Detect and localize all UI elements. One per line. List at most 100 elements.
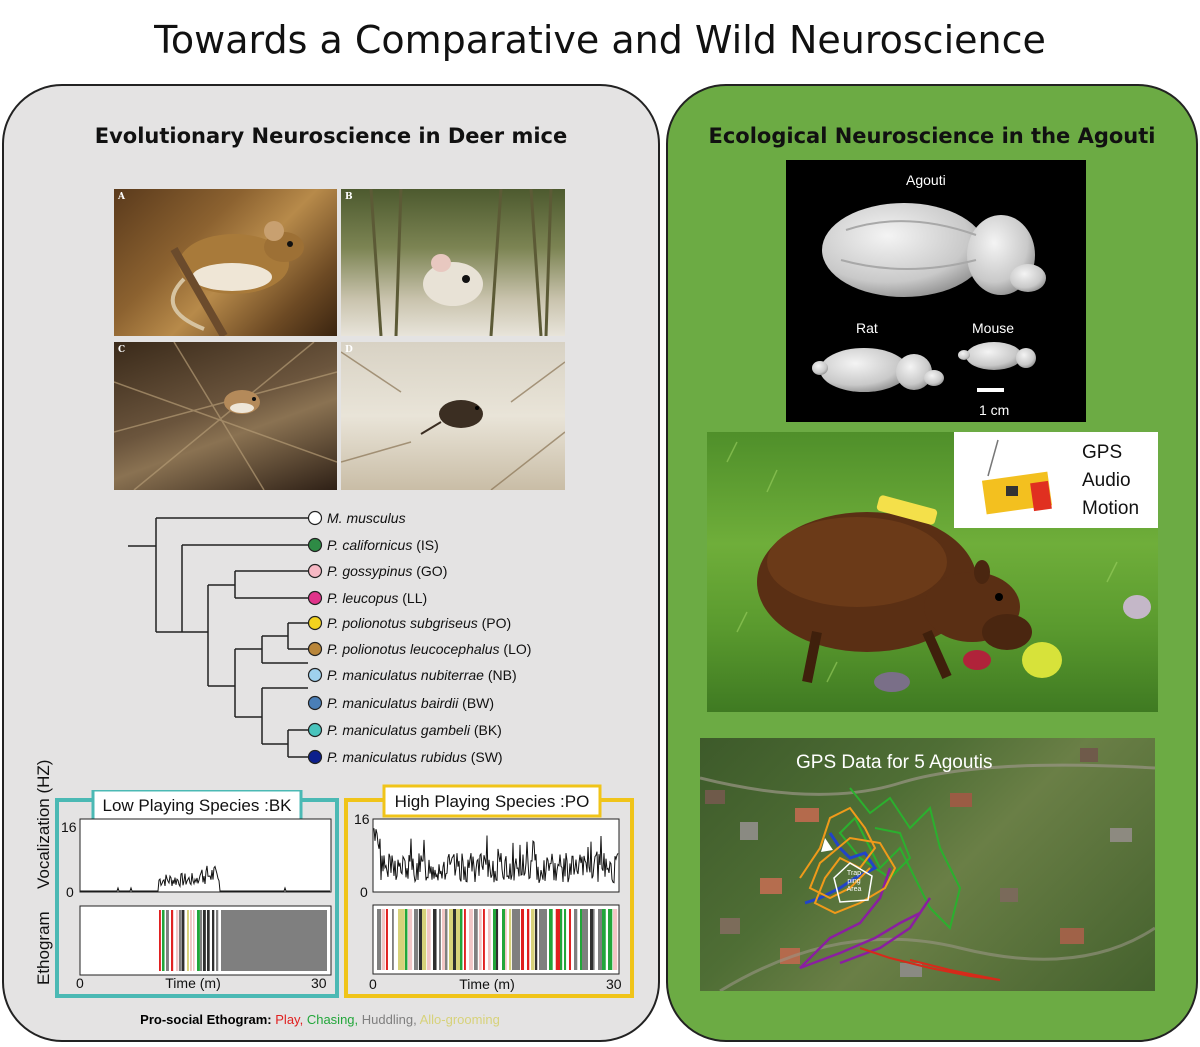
ethogram-bar	[200, 910, 203, 971]
main-title: Towards a Comparative and Wild Neuroscie…	[154, 18, 1046, 62]
ethogram-bar	[159, 910, 161, 971]
ethogram-bar	[445, 909, 448, 970]
low-chart-title: Low Playing Species :BK	[103, 796, 293, 815]
ethogram-bar	[386, 909, 388, 970]
ethogram-bar	[602, 909, 606, 970]
left-panel-title: Evolutionary Neuroscience in Deer mice	[94, 124, 568, 148]
species-label: P. polionotus subgriseus (PO)	[327, 615, 511, 631]
high-chart-title: High Playing Species :PO	[395, 792, 590, 811]
agouti-label: Agouti	[906, 172, 946, 188]
ethogram-bar	[608, 909, 613, 970]
ethogram-bar	[419, 909, 423, 970]
ethogram-axis-label: Ethogram	[34, 911, 53, 985]
ethogram-bar	[408, 909, 413, 970]
ethogram-bar	[582, 909, 588, 970]
ethogram-bar	[427, 909, 431, 970]
ethogram-bar	[187, 910, 189, 971]
ethogram-bar	[574, 909, 578, 970]
low-ethogram-bars	[159, 910, 327, 971]
side-axis-labels: Vocalization (HZ) Ethogram	[34, 760, 53, 985]
trapping-area-label: Trap ping Area	[846, 870, 862, 893]
trapping-area	[833, 862, 873, 903]
ethogram-bar	[221, 910, 327, 971]
scale-label: 1 cm	[979, 402, 1010, 418]
ethogram-bar	[197, 910, 200, 971]
photo-c: C	[114, 342, 337, 490]
low-xmin: 0	[76, 975, 84, 991]
species-marker	[307, 510, 323, 526]
ethogram-bar	[212, 910, 215, 971]
agouti-brain	[822, 203, 1046, 297]
ethogram-bar	[401, 909, 405, 970]
species-marker	[307, 537, 323, 553]
low-xlabel: Time (m)	[165, 975, 220, 991]
low-xmax: 30	[311, 975, 327, 991]
legend-chasing: Chasing,	[306, 1012, 359, 1027]
ethogram-bar	[569, 909, 572, 970]
ethogram-bar	[469, 909, 473, 970]
photo-a: A	[114, 189, 337, 336]
species-label: P. maniculatus nubiterrae (NB)	[327, 667, 517, 683]
species-marker	[307, 615, 323, 631]
ethogram-bar	[556, 909, 560, 970]
low-ymax: 16	[61, 819, 77, 835]
species-marker	[307, 749, 323, 765]
map-roofs	[705, 748, 1132, 977]
gps-collar-illustration	[981, 439, 1053, 515]
trap-marker	[821, 838, 833, 852]
tracker-inset	[954, 432, 1158, 528]
tracker-audio-label: Audio	[1082, 470, 1131, 491]
high-vocal-trace	[373, 828, 619, 884]
ethogram-bar	[377, 909, 382, 970]
species-label: P. leucopus (LL)	[327, 590, 427, 606]
species-label: P. polionotus leucocephalus (LO)	[327, 641, 531, 657]
low-ymin: 0	[66, 884, 74, 900]
gps-track-blue	[804, 832, 878, 905]
ethogram-bar	[456, 909, 461, 970]
ethogram-legend: Pro-social Ethogram: Play, Chasing, Hudd…	[0, 1012, 640, 1027]
high-xmax: 30	[606, 976, 622, 992]
ethogram-bar	[392, 909, 394, 970]
ethogram-bar	[190, 910, 192, 971]
ethogram-bar	[483, 909, 485, 970]
ethogram-bar	[433, 909, 437, 970]
photo-b-letter: B	[345, 192, 353, 202]
ethogram-bar	[449, 909, 454, 970]
ethogram-bar	[439, 909, 441, 970]
deer-mouse-illustration-c	[114, 342, 337, 490]
ethogram-bar	[549, 909, 553, 970]
ethogram-bar	[464, 909, 466, 970]
photo-d-letter: D	[345, 345, 353, 355]
ethogram-bar	[493, 909, 497, 970]
gps-track-orange	[799, 806, 897, 915]
ethogram-bar	[527, 909, 530, 970]
ethogram-bar	[502, 909, 506, 970]
ethogram-bar	[193, 910, 195, 971]
photo-a-letter: A	[118, 192, 125, 202]
ethogram-bar	[414, 909, 419, 970]
ethogram-bar	[216, 910, 219, 971]
legend-play: Play,	[275, 1012, 304, 1027]
ethogram-bar	[613, 909, 618, 970]
deer-mouse-illustration-b	[369, 189, 553, 336]
ethogram-bar	[176, 910, 179, 971]
legend-huddling: Huddling,	[361, 1012, 417, 1027]
gps-track-purple	[799, 867, 932, 970]
gps-map-illustration	[700, 748, 1155, 991]
ethogram-bar	[460, 909, 463, 970]
ethogram-bar	[593, 909, 595, 970]
phylogeny-branches	[128, 517, 308, 758]
ethogram-bar	[521, 909, 525, 970]
species-marker	[307, 641, 323, 657]
vocalization-axis-label: Vocalization (HZ)	[34, 760, 53, 889]
photo-b: B	[341, 189, 565, 336]
species-label: P. maniculatus gambeli (BK)	[327, 722, 502, 738]
ethogram-bar	[590, 909, 594, 970]
ethogram-bar	[166, 910, 169, 971]
ethogram-bar	[564, 909, 567, 970]
rat-label: Rat	[856, 320, 878, 336]
ethogram-bar	[382, 909, 386, 970]
agouti-illustration	[726, 441, 1151, 692]
ethogram-bar	[422, 909, 427, 970]
